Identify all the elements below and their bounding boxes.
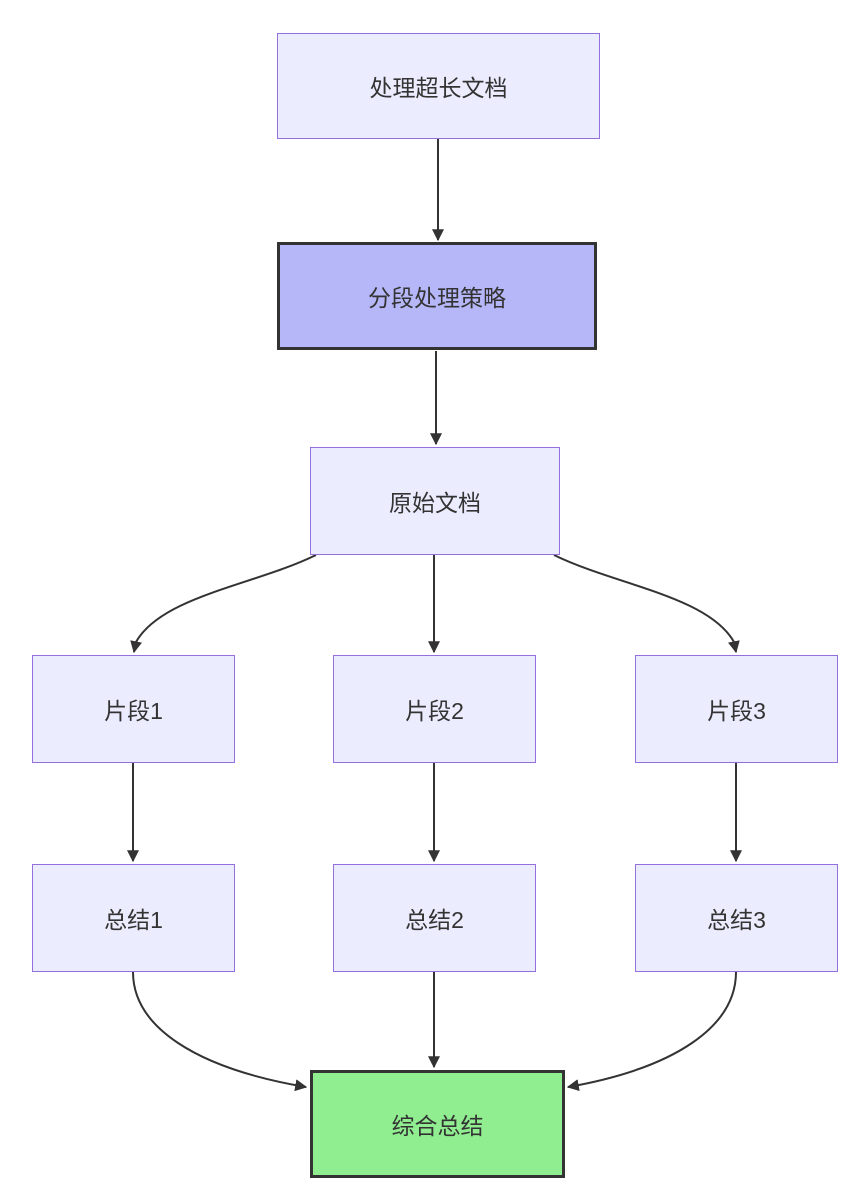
node-seg3-label: 片段3 xyxy=(707,698,766,724)
node-sum1: 总结1 xyxy=(32,864,235,972)
node-sum2: 总结2 xyxy=(333,864,536,972)
edge-sum1-final xyxy=(132,971,308,1092)
node-seg2: 片段2 xyxy=(333,655,536,763)
node-strategy: 分段处理策略 xyxy=(277,242,597,350)
node-seg1: 片段1 xyxy=(32,655,235,763)
node-seg3: 片段3 xyxy=(635,655,838,763)
node-sum3-label: 总结3 xyxy=(707,907,766,933)
node-start: 处理超长文档 xyxy=(277,33,600,139)
node-seg1-label: 片段1 xyxy=(104,698,163,724)
node-seg2-label: 片段2 xyxy=(405,698,464,724)
node-final: 综合总结 xyxy=(310,1070,565,1178)
node-sum3: 总结3 xyxy=(635,864,838,972)
edge-source-seg1 xyxy=(130,554,317,654)
node-sum1-label: 总结1 xyxy=(104,907,163,933)
node-final-label: 综合总结 xyxy=(391,1113,484,1139)
edge-sum3-final xyxy=(566,971,737,1092)
node-strategy-label: 分段处理策略 xyxy=(368,285,506,311)
node-start-label: 处理超长文档 xyxy=(369,75,508,101)
node-sum2-label: 总结2 xyxy=(405,907,464,933)
edge-source-seg3 xyxy=(553,554,740,654)
node-source: 原始文档 xyxy=(310,447,560,555)
node-source-label: 原始文档 xyxy=(389,490,481,516)
